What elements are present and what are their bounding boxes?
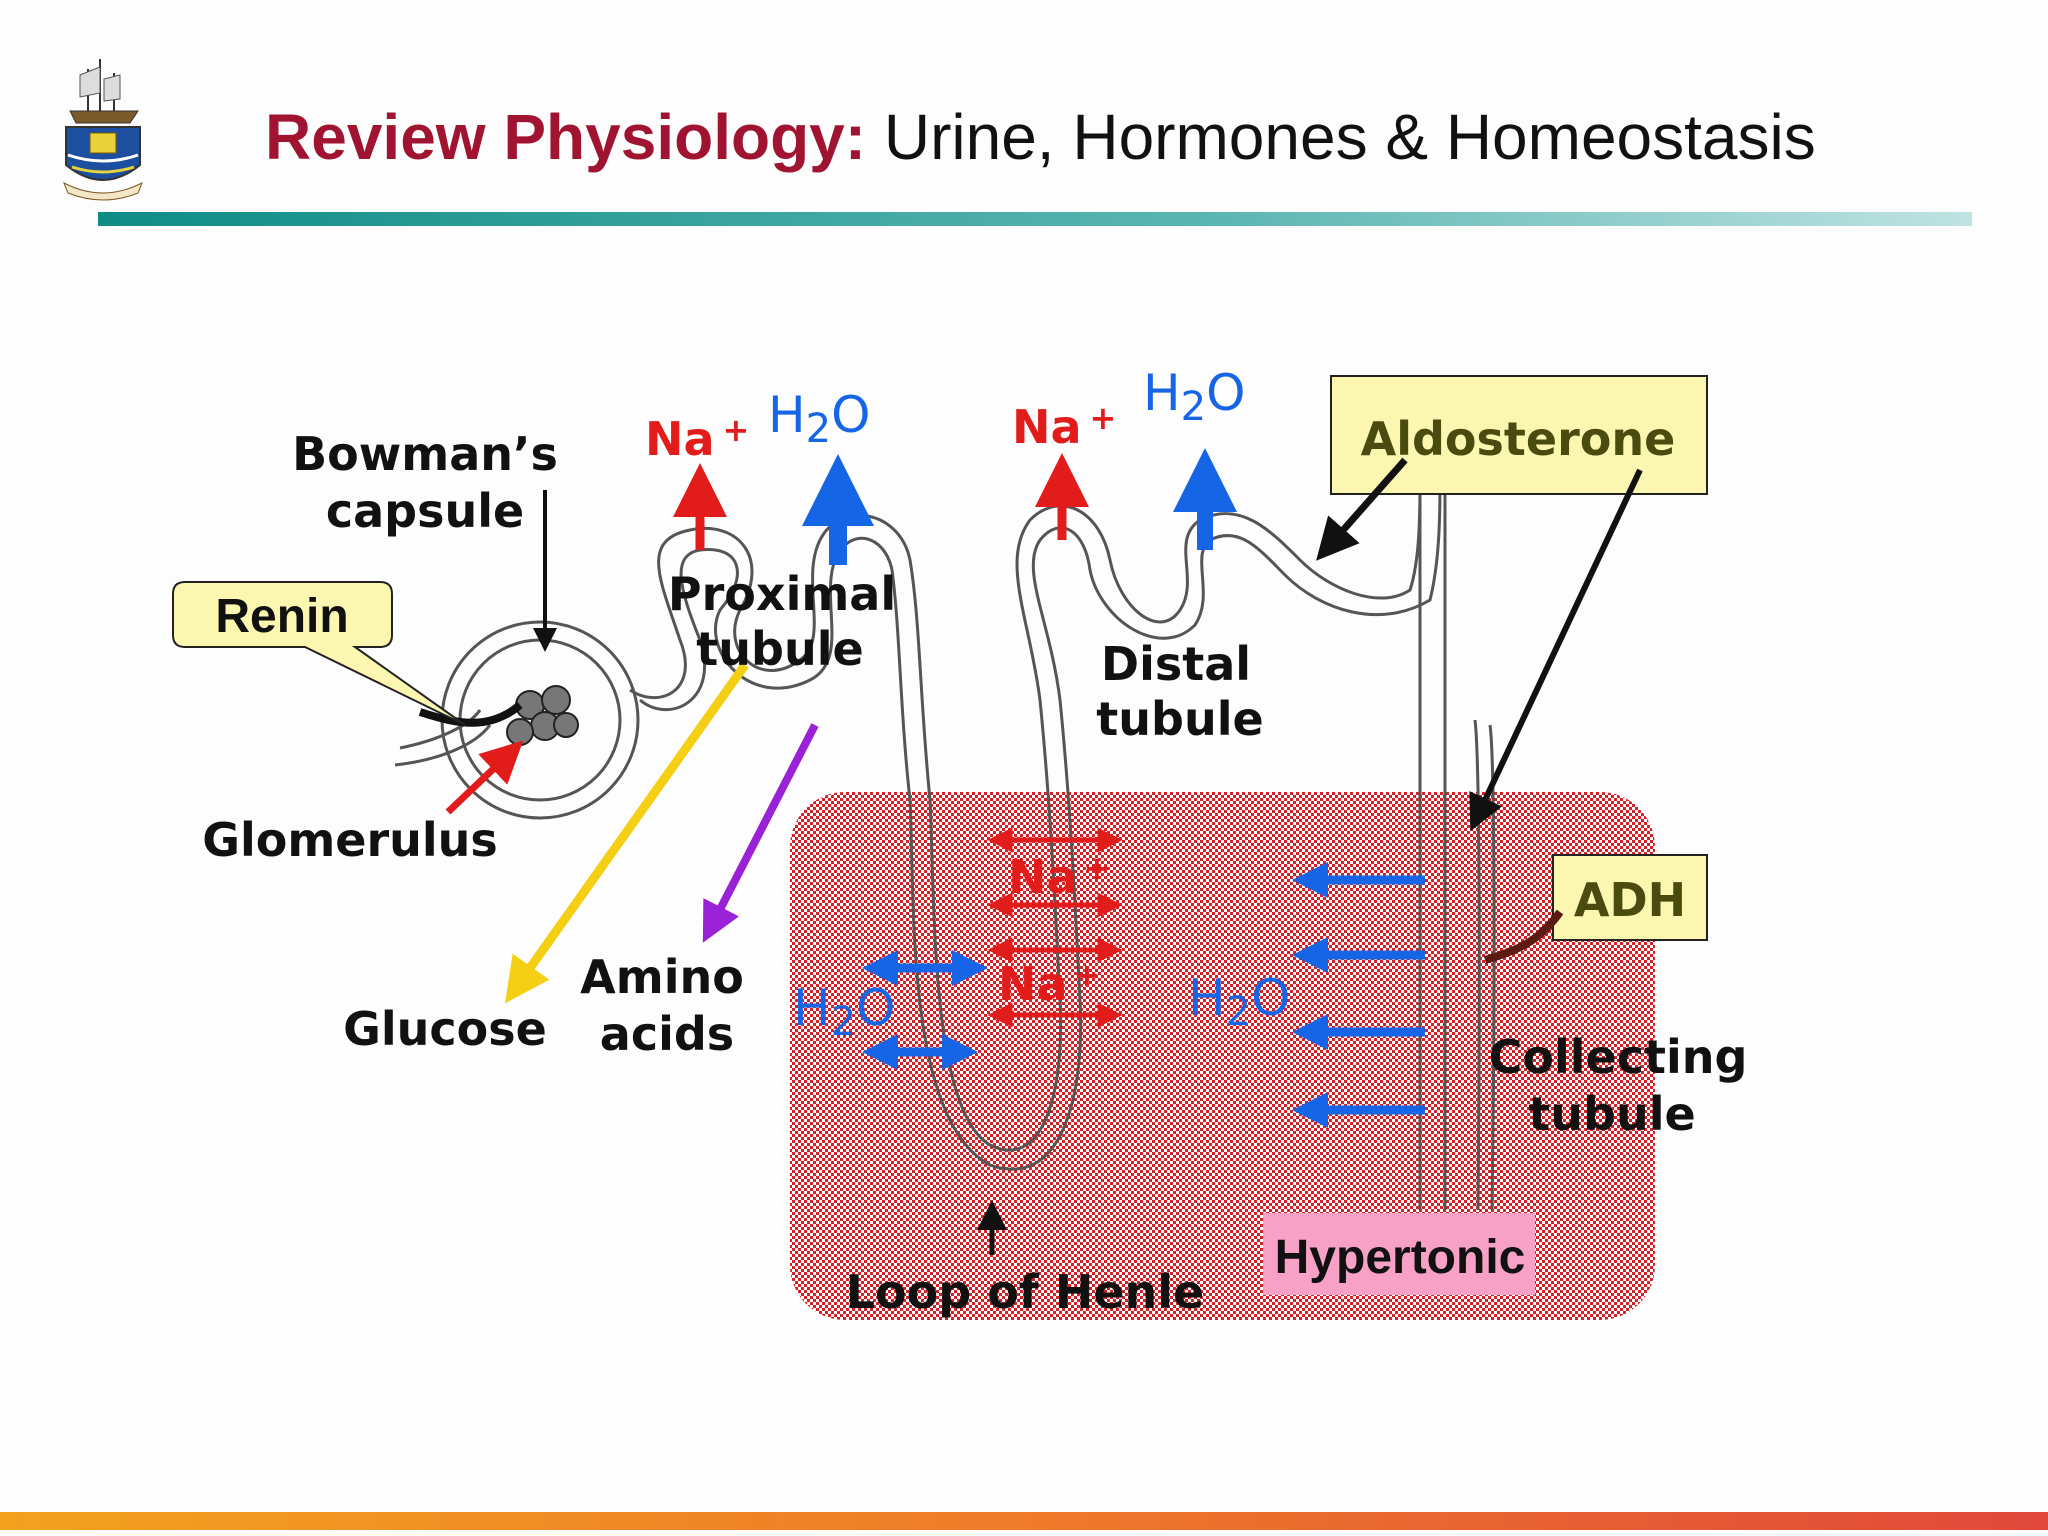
renin-label: Renin — [215, 590, 348, 643]
collecting-label-line1: Collecting — [1489, 1030, 1748, 1084]
glucose-arrow — [504, 662, 749, 1004]
amino-acids-label-line2: acids — [600, 1007, 734, 1061]
university-crest-logo — [63, 59, 143, 201]
collecting-h2o-label: H2O — [1188, 969, 1290, 1035]
glomerulus-red-arrow — [445, 740, 524, 815]
medulla-interstitium — [790, 792, 1655, 1320]
collecting-h2o-arrows — [1292, 862, 1425, 1128]
proximal-label-line2: tubule — [696, 622, 863, 676]
distal-label-line1: Distal — [1101, 637, 1251, 691]
slide-title: Review Physiology: Urine, Hormones & Hom… — [265, 100, 1816, 174]
afferent-arteriole — [418, 701, 523, 727]
distal-h2o-label: H2O — [1143, 364, 1245, 430]
glucose-label: Glucose — [343, 1002, 547, 1056]
loop-of-henle-label: Loop of Henle — [846, 1265, 1205, 1319]
proximal-na-label: Na+ — [645, 411, 749, 466]
distal-na-label: Na+ — [1012, 399, 1116, 454]
loop-na-label-1: Na+ — [1008, 849, 1110, 904]
distal-label-line2: tubule — [1096, 692, 1263, 746]
loop-h2o-arrows — [862, 950, 988, 1070]
title-underline — [98, 212, 1972, 226]
footer-bar — [0, 1512, 2048, 1530]
aldosterone-pointer-arrow — [1316, 457, 1408, 561]
hypertonic-label: Hypertonic — [1275, 1231, 1526, 1284]
loop-h2o-label: H2O — [793, 979, 895, 1045]
renin-callout — [172, 581, 466, 726]
title-rest: Urine, Hormones & Homeostasis — [866, 101, 1816, 173]
aldosterone-collecting-arrow — [1469, 468, 1643, 832]
hypertonic-label-box — [1263, 1213, 1535, 1295]
amino-acids-label-line1: Amino — [580, 950, 744, 1004]
bowmans-label-line2: capsule — [326, 484, 524, 538]
bowmans-label-line1: Bowman’s — [292, 427, 558, 481]
glomerulus-capillaries — [506, 685, 579, 746]
collecting-label-line2: tubule — [1528, 1087, 1695, 1141]
proximal-label-line1: Proximal — [668, 567, 896, 621]
proximal-h2o-label: H2O — [768, 386, 870, 452]
title-lead: Review Physiology: — [265, 101, 867, 173]
glomerulus-label: Glomerulus — [202, 813, 498, 867]
adh-callout — [1552, 854, 1708, 941]
adh-pointer-line — [1483, 909, 1564, 964]
adh-label: ADH — [1574, 873, 1686, 927]
amino-acids-arrow — [702, 723, 819, 943]
loop-na-arrows — [987, 827, 1123, 1028]
aldosterone-label: Aldosterone — [1361, 412, 1676, 466]
loop-na-label-2: Na+ — [998, 956, 1100, 1011]
